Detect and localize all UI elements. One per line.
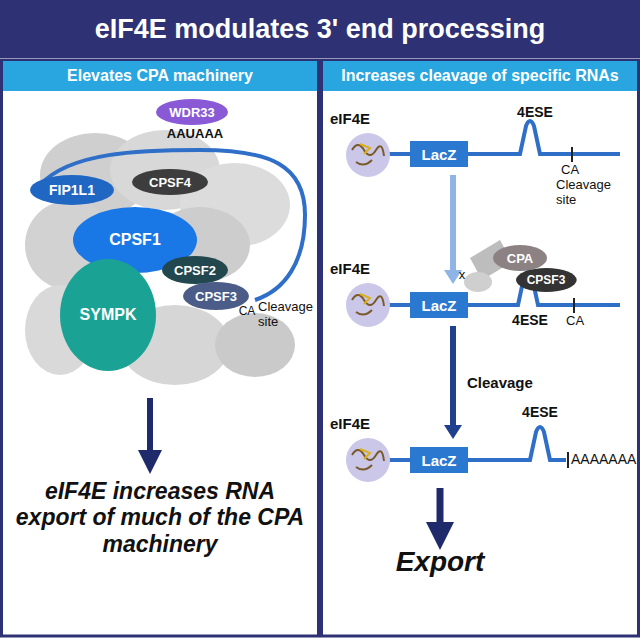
node-label: Increases cleavage of specific RNAs bbox=[341, 67, 618, 85]
text-label: AAAAAAA bbox=[571, 451, 637, 467]
text-label: 4ESE bbox=[510, 404, 570, 420]
edge-label: Cleavage bbox=[467, 374, 533, 391]
text-label: eIF4E bbox=[330, 260, 390, 277]
rna-strand bbox=[385, 121, 620, 460]
text-label: eIF4E bbox=[330, 110, 390, 127]
node-label: Elevates CPA machinery bbox=[67, 67, 253, 85]
node-label: CPA bbox=[507, 251, 533, 266]
flow-arrow bbox=[437, 488, 444, 536]
node-label: CPSF1 bbox=[109, 231, 161, 249]
flow-arrow bbox=[444, 326, 462, 439]
node-label: FIP1L1 bbox=[49, 182, 95, 198]
panel-frame bbox=[2, 60, 319, 636]
node-label: CPSF4 bbox=[149, 175, 191, 190]
text-label: CA bbox=[236, 305, 258, 319]
node-label: SYMPK bbox=[80, 306, 137, 324]
node-label: CPSF2 bbox=[174, 263, 216, 278]
node-label: LacZ bbox=[421, 452, 456, 469]
title-bar bbox=[0, 0, 640, 58]
node-label: WDR33 bbox=[169, 105, 215, 120]
text-label: 4ESE bbox=[500, 312, 560, 328]
text-label: x bbox=[454, 268, 470, 283]
flow-arrow bbox=[147, 398, 153, 462]
gene-box: LacZ bbox=[410, 447, 468, 473]
panel-frame bbox=[322, 60, 639, 636]
protein-blob: WDR33 bbox=[156, 99, 228, 125]
protein-blob: FIP1L1 bbox=[30, 175, 114, 205]
text-label: Cleavage site bbox=[556, 178, 632, 208]
text-label: 4ESE bbox=[505, 104, 565, 120]
protein-blob: CPSF2 bbox=[162, 256, 228, 284]
cut-tick bbox=[567, 452, 569, 468]
gene-box: LacZ bbox=[410, 141, 468, 167]
text-label: CA bbox=[566, 314, 592, 329]
node-label: LacZ bbox=[421, 146, 456, 163]
cut-tick bbox=[571, 147, 573, 162]
text-label: Export bbox=[370, 546, 510, 578]
node-label: CPSF3 bbox=[527, 273, 566, 287]
cut-tick bbox=[573, 298, 575, 313]
node-label: CPSF3 bbox=[195, 289, 237, 304]
text-label: AAUAAA bbox=[160, 127, 230, 142]
node-label: LacZ bbox=[421, 297, 456, 314]
title: eIF4E modulates 3' end processing bbox=[0, 0, 640, 58]
gene-box: LacZ bbox=[410, 292, 468, 318]
protein-blob: CPA bbox=[493, 245, 547, 271]
protein-blob: SYMPK bbox=[60, 259, 156, 371]
text-label: eIF4E increases RNA export of much of th… bbox=[14, 478, 306, 557]
text-label: Cleavage site bbox=[258, 300, 316, 330]
header-band: Increases cleavage of specific RNAs bbox=[323, 61, 637, 91]
protein-blob: CPSF4 bbox=[132, 169, 208, 195]
header-band: Elevates CPA machinery bbox=[3, 61, 317, 91]
text-label: eIF4E bbox=[330, 415, 390, 432]
protein-blob: CPSF3 bbox=[516, 268, 577, 292]
text-label: CA bbox=[561, 163, 587, 178]
